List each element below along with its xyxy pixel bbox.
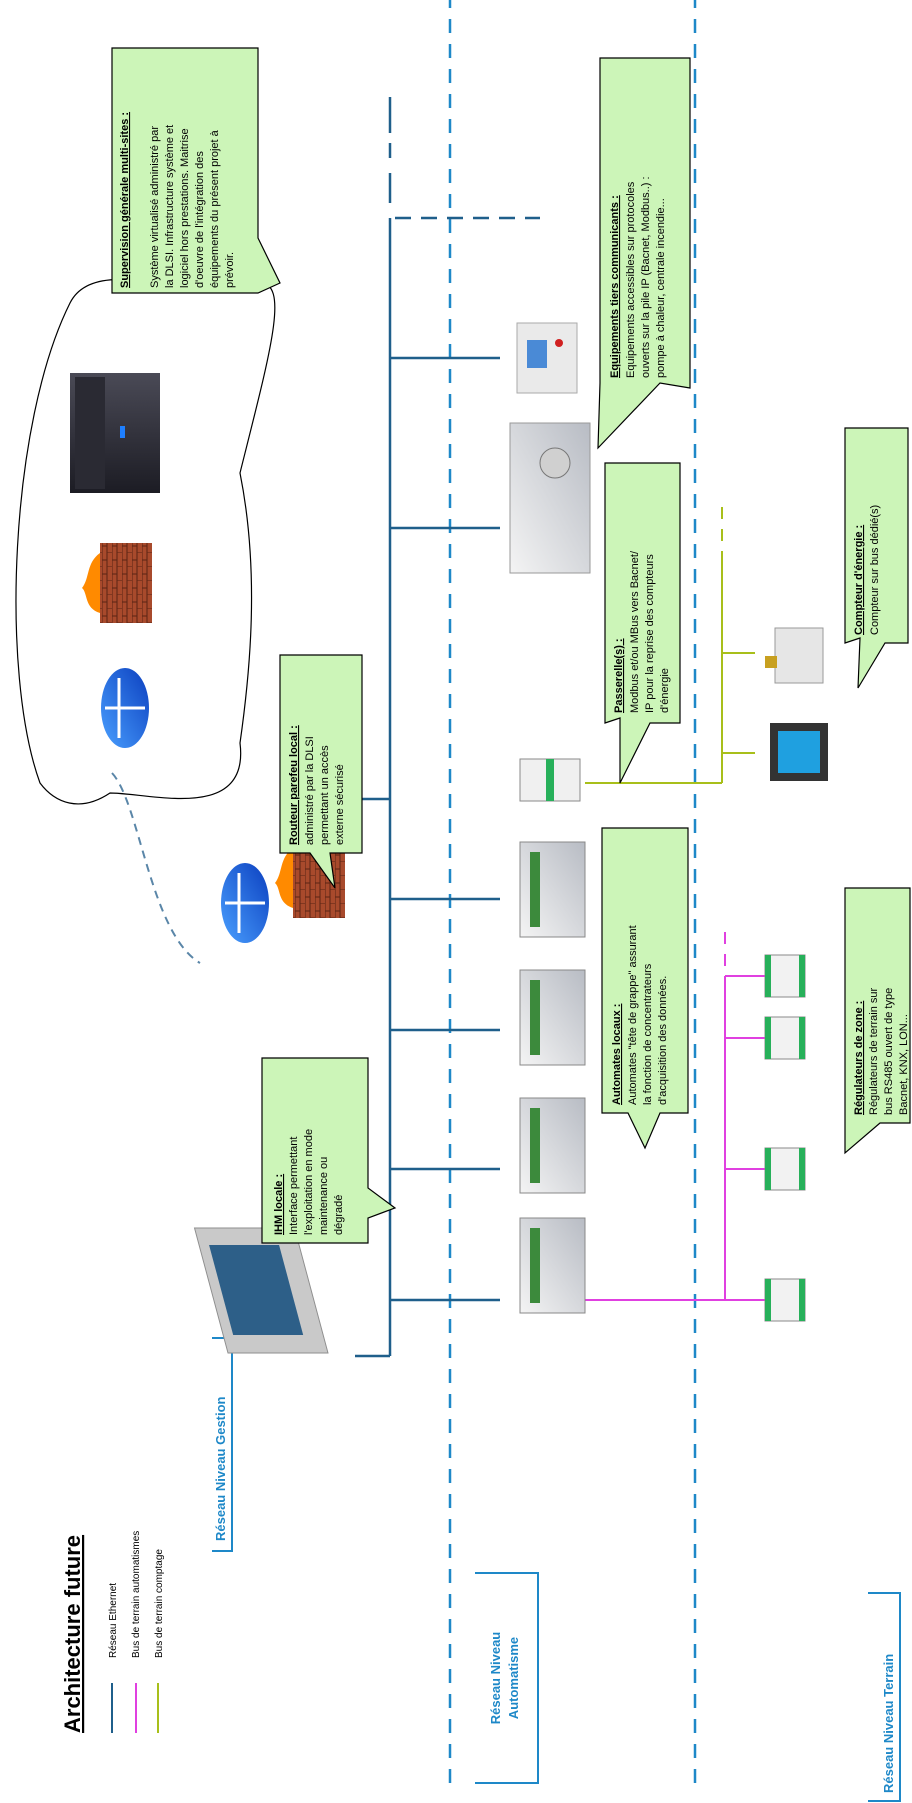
zone-controller-icon <box>764 1278 806 1322</box>
diagram-title: Architecture future <box>60 1535 85 1733</box>
callout-equipements: Equipements tiers communicants : Equipem… <box>597 57 691 450</box>
local-firewall-icon <box>275 838 345 918</box>
svg-text:Compteur sur bus dédié(s): Compteur sur bus dédié(s) <box>869 505 881 635</box>
callout-routeur: Routeur parefeu local : administré par l… <box>279 654 363 889</box>
svg-text:d'acquisition des données.: d'acquisition des données. <box>657 976 669 1105</box>
svg-text:l'exploitation en mode: l'exploitation en mode <box>303 1129 315 1235</box>
svg-text:Régulateurs de zone :: Régulateurs de zone : <box>853 1001 865 1115</box>
zone-controller-icon <box>764 1016 806 1060</box>
zone-label-terrain: Réseau Niveau Terrain <box>868 1592 901 1802</box>
server-rack-icon <box>70 373 160 493</box>
callout-passerelle: Passerelle(s) : Modbus et/ou MBus vers B… <box>604 462 681 784</box>
legend: Réseau Ethernet Bus de terrain automatis… <box>108 1531 165 1733</box>
svg-text:Supervision générale multi-sit: Supervision générale multi-sites : <box>119 112 131 288</box>
zone-controller-icon <box>764 954 806 998</box>
svg-text:Automates locaux :: Automates locaux : <box>611 1004 623 1105</box>
svg-text:équipements du présent projet: équipements du présent projet à <box>209 129 221 288</box>
svg-text:pompe à chaleur, centrale ince: pompe à chaleur, centrale incendie... <box>655 198 667 378</box>
touch-panel-icon <box>193 1227 329 1354</box>
callout-supervision: Supervision générale multi-sites : Systè… <box>111 47 281 294</box>
energy-meter-icon <box>770 723 828 781</box>
metering-bus <box>585 503 755 784</box>
svg-text:IHM locale :: IHM locale : <box>273 1174 285 1235</box>
svg-text:Interface permettant: Interface permettant <box>288 1137 300 1235</box>
zone-label-automatisme: Réseau Niveau Automatisme <box>475 1572 539 1784</box>
svg-text:permettant un accès: permettant un accès <box>319 745 331 845</box>
ethernet-network <box>333 97 540 1358</box>
svg-text:bus RS485 ouvert de type: bus RS485 ouvert de type <box>883 988 895 1115</box>
svg-text:la DLSI. Infrastructure systèm: la DLSI. Infrastructure système et <box>164 125 176 288</box>
legend-metering-bus-label: Bus de terrain comptage <box>154 1549 165 1658</box>
svg-text:logiciel hors prestations. Mai: logiciel hors prestations. Maitrise <box>179 128 191 288</box>
svg-text:prévoir.: prévoir. <box>224 252 236 288</box>
legend-automation-bus-label: Bus de terrain automatismes <box>131 1531 142 1658</box>
fire-panel-icon <box>516 322 578 394</box>
automation-bus <box>585 928 765 1301</box>
heat-pump-icon <box>509 422 591 574</box>
callout-ihm: IHM locale : Interface permettant l'expl… <box>261 1057 397 1244</box>
plc-icon <box>519 969 586 1066</box>
svg-text:la fonction de concentrateurs: la fonction de concentrateurs <box>642 963 654 1105</box>
svg-text:Réseau Niveau: Réseau Niveau <box>488 1632 503 1725</box>
svg-text:Compteur d'énergie :: Compteur d'énergie : <box>853 525 865 635</box>
firewall-icon <box>82 543 152 623</box>
svg-text:Routeur parefeu local :: Routeur parefeu local : <box>288 725 300 845</box>
svg-text:Equipements accessibles sur pr: Equipements accessibles sur protocoles <box>625 181 637 378</box>
svg-text:administré par la DLSI: administré par la DLSI <box>304 736 316 845</box>
svg-text:Passerelle(s) :: Passerelle(s) : <box>613 638 625 713</box>
callout-regulateurs: Régulateurs de zone : Régulateurs de ter… <box>844 887 911 1155</box>
energy-meter-icon <box>765 627 824 684</box>
svg-text:ouverts sur la pile IP (Bacnet: ouverts sur la pile IP (Bacnet, Modbus..… <box>640 176 652 378</box>
svg-text:Réseau Niveau Gestion: Réseau Niveau Gestion <box>213 1396 228 1541</box>
svg-text:Automatisme: Automatisme <box>506 1637 521 1719</box>
plc-icon <box>519 841 586 938</box>
plc-icon <box>519 1217 586 1314</box>
cloud-link <box>111 772 201 964</box>
svg-text:Automates "tête de grappe" ass: Automates "tête de grappe" assurant <box>627 925 639 1105</box>
svg-text:maintenance ou: maintenance ou <box>318 1157 330 1235</box>
svg-text:Equipements tiers communicants: Equipements tiers communicants : <box>609 195 621 378</box>
svg-text:Système virtualisé administré: Système virtualisé administré par <box>149 126 161 288</box>
zone-label-gestion: Réseau Niveau Gestion <box>212 1337 233 1552</box>
svg-text:dégradé: dégradé <box>333 1195 345 1235</box>
gateway-icon <box>519 758 581 802</box>
svg-text:externe sécurisé: externe sécurisé <box>334 764 346 845</box>
zone-controller-icon <box>764 1147 806 1191</box>
callout-automates: Automates locaux : Automates "tête de gr… <box>601 827 689 1150</box>
callout-compteur: Compteur d'énergie : Compteur sur bus dé… <box>844 427 909 689</box>
legend-ethernet-label: Réseau Ethernet <box>108 1583 119 1658</box>
svg-text:Modbus et/ou MBus vers Bacnet/: Modbus et/ou MBus vers Bacnet/ <box>629 550 641 713</box>
plc-icon <box>519 1097 586 1194</box>
svg-text:Régulateurs de terrain sur: Régulateurs de terrain sur <box>868 987 880 1115</box>
local-router-icon <box>221 863 269 943</box>
svg-text:Bacnet, KNX, LON...: Bacnet, KNX, LON... <box>898 1014 910 1115</box>
svg-text:Réseau Niveau Terrain: Réseau Niveau Terrain <box>881 1654 896 1793</box>
svg-text:IP pour la reprise des compteu: IP pour la reprise des compteurs <box>644 554 656 713</box>
svg-text:d'oeuvre de l'intégration des: d'oeuvre de l'intégration des <box>194 151 206 288</box>
svg-text:d'énergie: d'énergie <box>659 668 671 713</box>
router-icon <box>101 668 149 748</box>
